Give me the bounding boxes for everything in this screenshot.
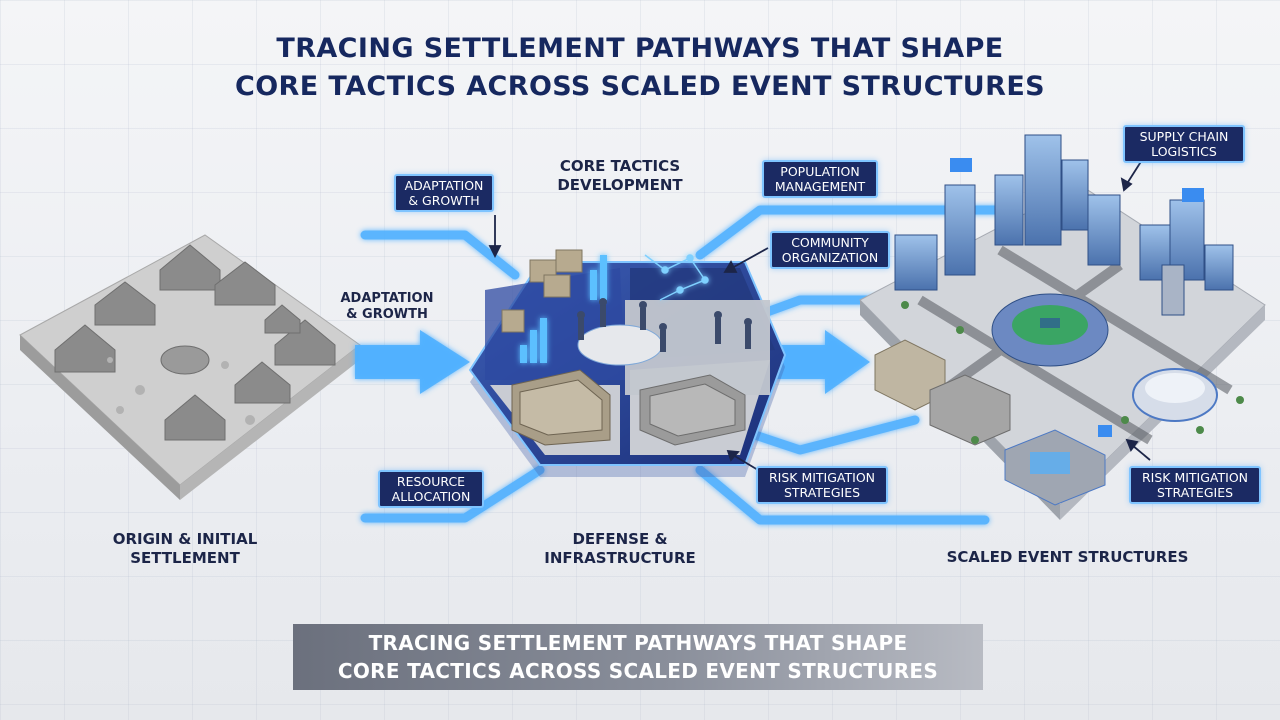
stage-core-line-2: DEVELOPMENT [557,176,683,194]
planning-table-icon [577,298,752,366]
stage-origin-label: ORIGIN & INITIAL SETTLEMENT [85,530,285,568]
stones-icon [107,357,255,425]
stage-core-line-1: CORE TACTICS [559,157,681,175]
tag-risk-center-line-1: RISK MITIGATION [768,470,876,485]
tag-adaptation-line-1: ADAPTATION [404,178,484,193]
tag-supply-chain-logistics: SUPPLY CHAIN LOGISTICS [1123,125,1245,163]
skyscrapers-icon [894,134,1234,316]
huts-icon [54,244,336,441]
core-hexagon [468,249,787,477]
scaled-event-city [859,134,1266,520]
pointer-arrows [488,159,1151,471]
title-line-1: TRACING SETTLEMENT PATHWAYS THAT SHAPE [276,33,1004,64]
bottom-caption-banner: TRACING SETTLEMENT PATHWAYS THAT SHAPE C… [293,624,983,690]
stage-defense-label: DEFENSE & INFRASTRUCTURE [520,530,720,568]
tag-population-line-2: MANAGEMENT [774,179,866,194]
walled-compounds-icon [874,339,1106,506]
banner-line-2: CORE TACTICS ACROSS SCALED EVENT STRUCTU… [337,659,939,683]
label-adaptation-growth: ADAPTATION & GROWTH [332,291,442,323]
tag-community-organization: COMMUNITY ORGANIZATION [770,231,890,269]
bar-chart-icon [520,255,607,363]
tag-population-line-1: POPULATION [780,164,860,179]
tag-resource-line-2: ALLOCATION [391,489,471,504]
flow-path-bottom-left [360,465,545,523]
flow-arrows [355,330,870,394]
tag-supply-line-2: LOGISTICS [1151,144,1217,159]
label-adaptation-line-1: ADAPTATION [340,291,434,306]
stone-wall-icon [639,374,746,446]
stage-origin-line-1: ORIGIN & INITIAL [112,530,258,548]
tag-community-line-2: ORGANIZATION [781,250,879,265]
stage-defense-line-2: INFRASTRUCTURE [544,549,696,567]
flow-path-top-left [360,230,520,280]
tag-adaptation-line-2: & GROWTH [408,193,480,208]
tag-risk-center-line-2: STRATEGIES [783,485,861,500]
origin-settlement-tile [19,234,361,500]
stage-core-tactics-label: CORE TACTICS DEVELOPMENT [540,157,700,195]
flow-path-lower-right [750,415,920,455]
tag-risk-mitigation-center: RISK MITIGATION STRATEGIES [756,466,888,504]
billboards-icon [950,158,1204,437]
trees-icon [901,301,1244,444]
page-title: TRACING SETTLEMENT PATHWAYS THAT SHAPE C… [0,30,1280,106]
tag-resource-line-1: RESOURCE [396,474,466,489]
banner-line-1: TRACING SETTLEMENT PATHWAYS THAT SHAPE [368,631,908,655]
stadium-icon [991,293,1109,367]
title-line-2: CORE TACTICS ACROSS SCALED EVENT STRUCTU… [234,71,1046,102]
stage-scaled-line-1: SCALED EVENT STRUCTURES [946,548,1189,566]
network-map-icon [644,254,709,301]
tag-resource-allocation: RESOURCE ALLOCATION [378,470,484,508]
arrow-right-icon [770,330,870,394]
tag-population-management: POPULATION MANAGEMENT [762,160,878,198]
arrow-left-icon [355,330,470,394]
tag-risk-right-line-2: STRATEGIES [1156,485,1234,500]
well-icon [160,345,210,375]
arena-icon [1132,368,1218,422]
stage-origin-line-2: SETTLEMENT [130,549,240,567]
flow-path-bottom-right [695,465,990,525]
crates-icon [501,249,583,333]
tag-community-line-1: COMMUNITY [791,235,869,250]
label-adaptation-line-2: & GROWTH [346,307,428,322]
tag-risk-mitigation-right: RISK MITIGATION STRATEGIES [1129,466,1261,504]
tag-risk-right-line-1: RISK MITIGATION [1141,470,1249,485]
tag-adaptation-growth: ADAPTATION & GROWTH [394,174,494,212]
palisade-icon [511,369,611,446]
tag-supply-line-1: SUPPLY CHAIN [1139,129,1229,144]
stage-defense-line-1: DEFENSE & [572,530,668,548]
stage-scaled-label: SCALED EVENT STRUCTURES [925,548,1210,567]
